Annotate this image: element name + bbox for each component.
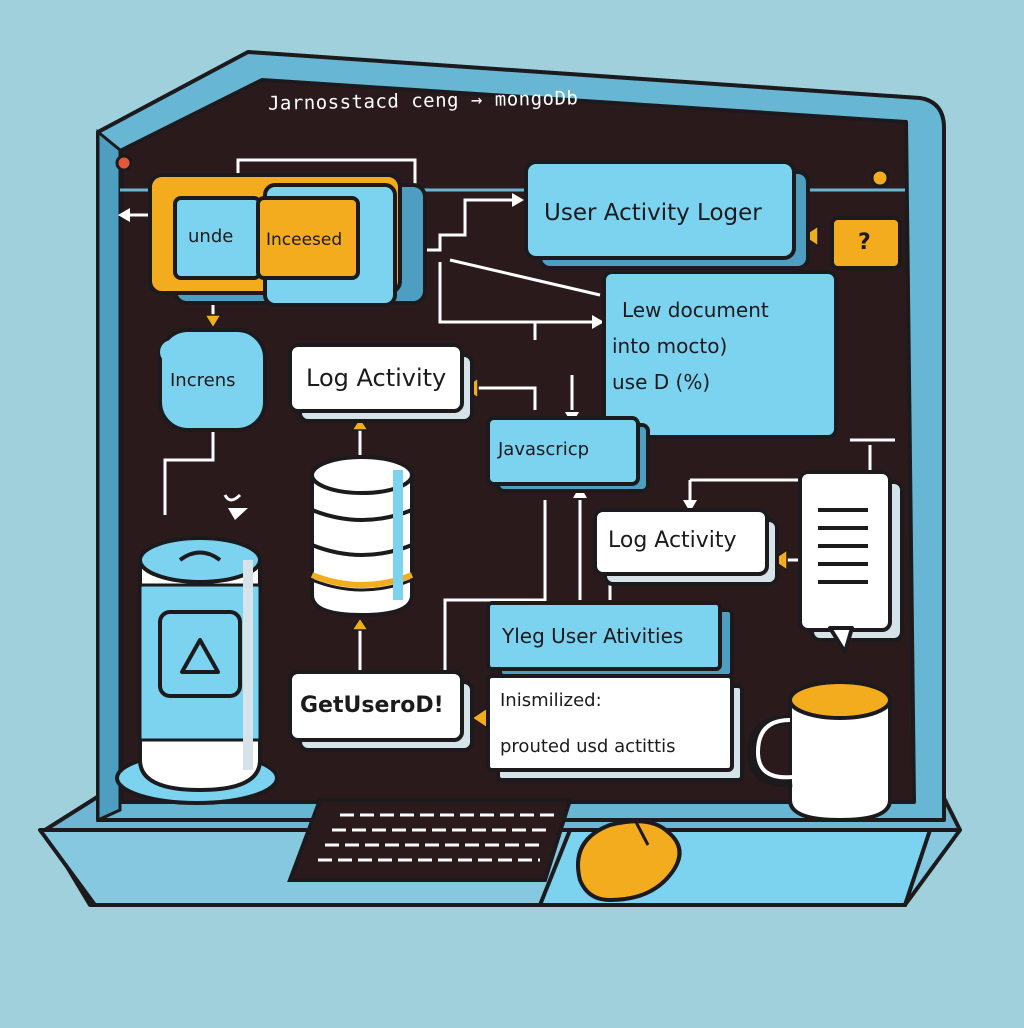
undo-label: unde xyxy=(188,226,234,247)
increments-cloud xyxy=(158,328,267,432)
doc-line-1: Lew document xyxy=(622,298,769,322)
log-user-box xyxy=(486,601,734,678)
get-user-box xyxy=(288,670,474,752)
init-line-1: Inismilized: xyxy=(500,690,602,711)
log-activity-label-2: Log Activity xyxy=(608,528,737,553)
doc-line-3: use D (%) xyxy=(612,370,711,394)
log-activity-box-2 xyxy=(593,508,779,586)
log-activity-label-1: Log Activity xyxy=(306,364,447,392)
mouse-icon xyxy=(537,819,933,907)
doc-description-box xyxy=(602,270,838,439)
question-label: ? xyxy=(858,230,871,255)
diagram-title: Jarnosstacd ceng → mongoDb xyxy=(267,87,579,115)
log-user-label: Yleg User Ativities xyxy=(502,624,684,648)
state-toggle-box xyxy=(148,173,427,307)
get-user-label: GetUseroD! xyxy=(300,693,444,718)
log-activity-box-1 xyxy=(288,343,474,423)
incremented-label: Inceesed xyxy=(266,230,343,250)
storage-drum-icon xyxy=(115,536,279,805)
document-icon xyxy=(798,470,904,654)
doc-line-2: into mocto) xyxy=(612,334,728,358)
coffee-mug-icon xyxy=(746,680,892,823)
initialized-box xyxy=(486,674,744,782)
window-dot-icon xyxy=(115,154,133,172)
window-dot-icon xyxy=(870,168,890,188)
increments-label: Increns xyxy=(170,370,236,391)
init-line-2: prouted usd actittis xyxy=(500,736,676,757)
keyboard-icon xyxy=(287,798,573,882)
logger-label: User Activity Loger xyxy=(544,200,762,226)
logger-box xyxy=(524,160,810,270)
javascript-label: Javascricp xyxy=(498,439,590,460)
database-icon xyxy=(310,455,414,618)
javascript-box xyxy=(486,416,650,493)
question-badge xyxy=(830,216,902,270)
